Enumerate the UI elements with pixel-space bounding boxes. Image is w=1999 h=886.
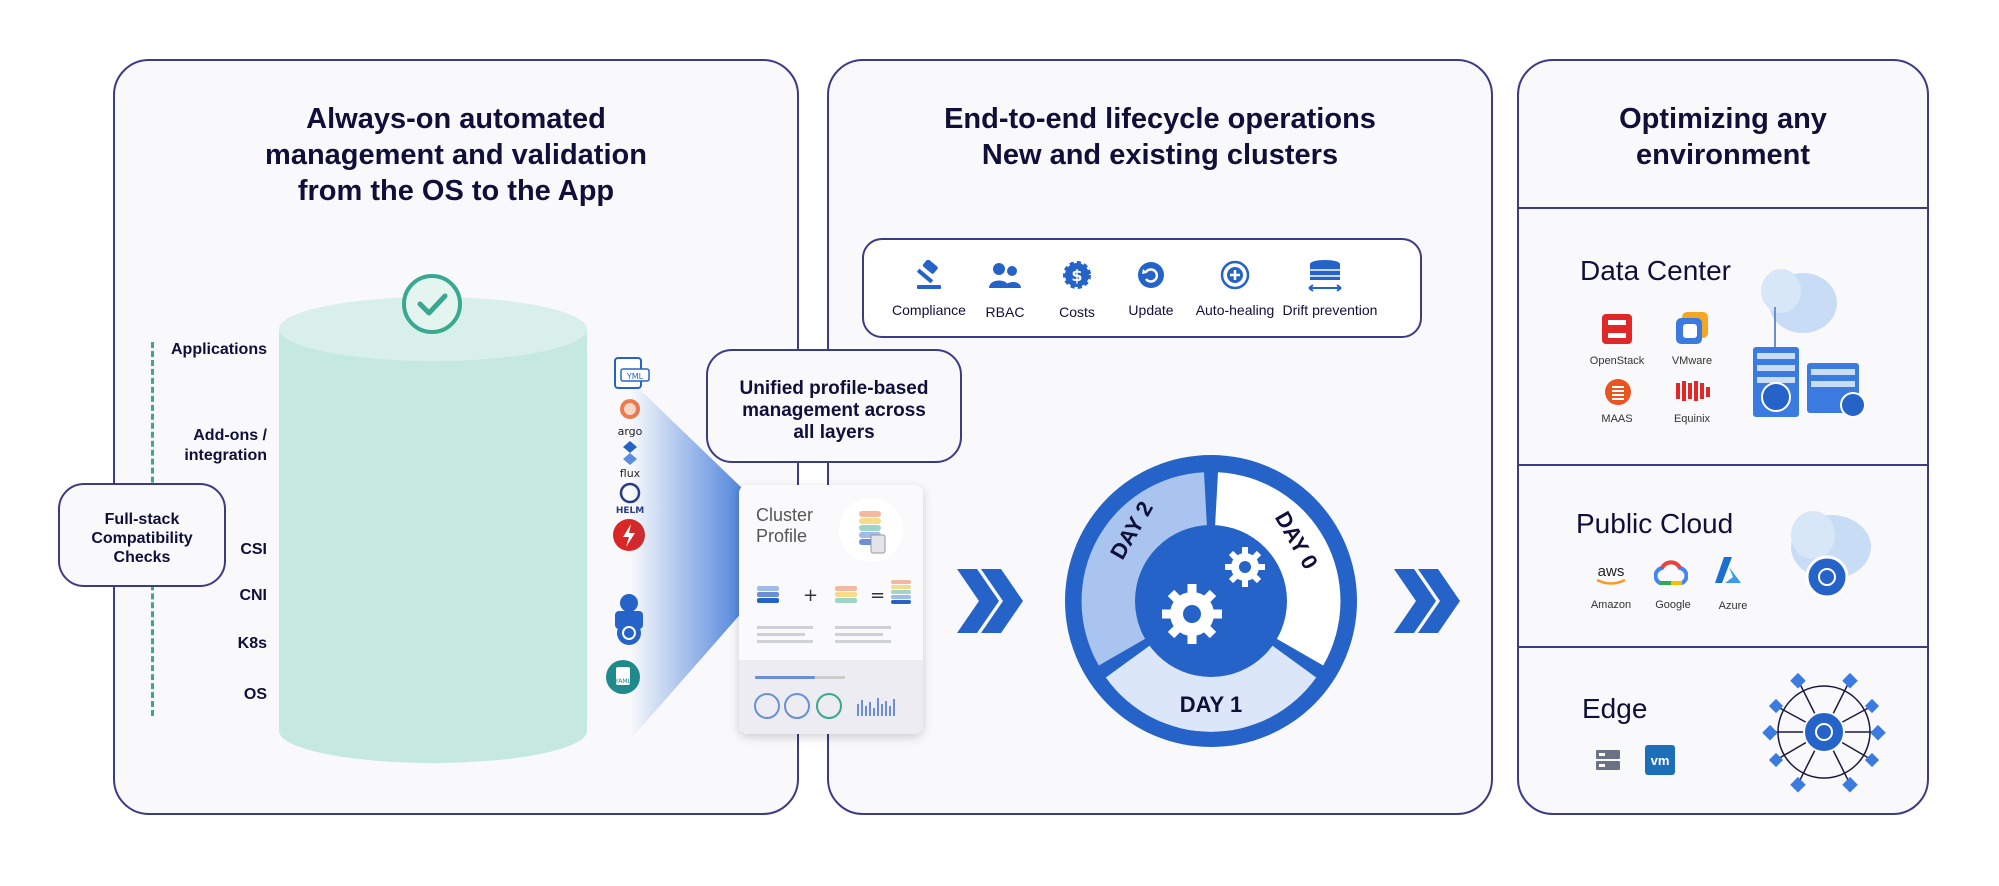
openstack-icon [1602,314,1632,344]
vmware-icon [1676,312,1708,344]
environment-panel: Optimizing any environment Data Center O… [1517,59,1929,815]
provider-vmware: VMware [1671,355,1713,367]
provider-openstack: OpenStack [1589,355,1645,367]
metrics-graphic [754,676,895,719]
layer-os: OS [243,686,267,703]
day-cycle-wheel: DAY 2 DAY 0 DAY 1 [1065,455,1357,747]
panel-title: Always-on automated management and valid… [265,103,647,207]
azure-icon [1715,557,1741,583]
update-icon [1138,262,1164,288]
vm-icon: vm [1645,745,1675,775]
maas-icon [1605,379,1631,405]
svg-text:+: + [803,585,818,606]
drift-prevention-icon [1308,260,1342,292]
profile-beam [630,380,744,740]
tool-rbac: RBAC [985,304,1025,320]
yml-file-icon: YML [614,357,650,389]
google-cloud-icon [1654,560,1688,585]
svg-text:vm: vm [1651,753,1670,768]
rbac-users-icon [989,263,1021,288]
operations-toolbar: $ Compliance RBAC Costs Update Auto-heal… [862,238,1422,338]
layer-addons: Add-ons / [193,427,267,444]
tool-costs: Costs [1059,304,1095,320]
layer-csi: CSI [240,541,267,558]
layer-k8s: K8s [237,635,267,652]
edge-title: Edge [1582,693,1648,724]
day1-label: DAY 1 [1180,692,1242,717]
divider [1519,646,1927,648]
check-circle-icon [402,274,462,334]
layer-cni: CNI [239,587,267,604]
layer-integration: integration [184,447,267,464]
chevron-double-right-icon [957,569,1023,633]
edge-network-illustration [1762,672,1886,793]
auto-healing-icon [1220,260,1250,290]
svg-text:YAML: YAML [614,678,631,685]
equinix-icon [1676,381,1710,401]
data-center-title: Data Center [1580,255,1731,286]
profile-stack-icon [839,498,903,562]
tool-drift-prevention: Drift prevention [1282,302,1378,318]
svg-text:$: $ [1071,266,1082,285]
provider-maas: MAAS [1601,413,1633,425]
svg-text:=: = [870,585,885,606]
tool-compliance: Compliance [892,302,966,318]
stack-cylinder [279,297,587,763]
provider-amazon: Amazon [1590,599,1632,611]
provider-azure: Azure [1718,600,1748,612]
unified-profile-box: Unified profile-based management across … [706,349,962,463]
provider-equinix: Equinix [1673,413,1711,425]
tool-auto-healing: Auto-healing [1195,302,1275,318]
divider [1519,207,1927,209]
svg-text:YML: YML [626,372,644,381]
public-cloud-title: Public Cloud [1576,508,1734,539]
cloud-kubernetes-illustration [1791,511,1871,599]
costs-gear-dollar-icon: $ [1063,261,1091,289]
tool-update: Update [1128,302,1174,318]
chevron-double-right-icon [1394,569,1460,633]
cluster-profile-card: Cluster Profile + = [739,485,923,734]
cluster-profile-title: Cluster Profile [756,505,814,546]
lifecycle-operations-panel: End-to-end lifecycle operations New and … [827,59,1493,815]
panel-title: Optimizing any environment [1619,103,1827,171]
svg-text:aws: aws [1598,563,1625,580]
compatibility-checks-box: Full-stack Compatibility Checks [58,483,226,587]
aws-icon: aws [1596,563,1626,585]
edge-server-icon [1596,750,1620,770]
profile-composition-graphic: + = [757,580,911,643]
provider-google: Google [1655,599,1691,611]
gavel-icon [916,260,941,289]
profile-metrics-strip [739,660,923,734]
divider [1519,464,1927,466]
panel-title: End-to-end lifecycle operations New and … [944,103,1376,171]
data-center-servers-illustration [1753,269,1866,418]
layer-applications: Applications [170,341,267,358]
